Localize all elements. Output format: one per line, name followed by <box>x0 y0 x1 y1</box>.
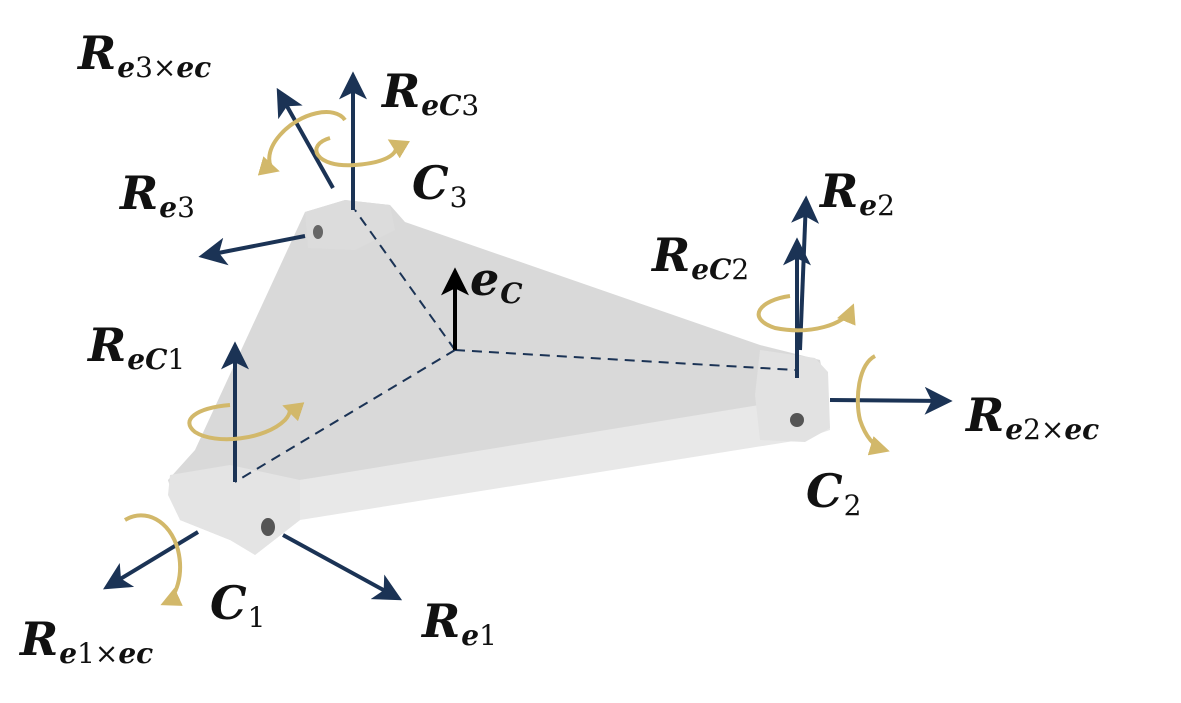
label-rec3: ReC3 <box>382 68 479 120</box>
label-c1-base: C <box>210 576 247 630</box>
hole-c2 <box>790 413 804 427</box>
rot-rec3 <box>314 136 411 168</box>
label-c2-base: C <box>806 464 843 518</box>
label-re1xec-ec: ec <box>118 637 154 670</box>
label-rec3-base: R <box>382 64 421 118</box>
label-re3: Re3 <box>120 170 195 222</box>
re1-arrow <box>282 533 403 601</box>
label-re1xec-times: × <box>94 637 119 670</box>
hole-c1 <box>261 518 275 536</box>
label-c1-sub: 1 <box>247 601 266 634</box>
label-re1-base: R <box>422 594 461 648</box>
rot-re2xec <box>855 354 890 456</box>
label-re2-2: 2 <box>877 189 895 222</box>
label-rec1: ReC1 <box>88 322 185 374</box>
rot-re3xec <box>257 110 347 176</box>
label-rec1-1: 1 <box>167 343 186 376</box>
dashed-spoke-c1 <box>234 349 456 483</box>
label-re3xec-e: e <box>117 51 136 84</box>
label-re1xec-base: R <box>20 612 59 666</box>
label-rec2-2: 2 <box>731 253 750 286</box>
label-re2-e: e <box>859 189 878 222</box>
label-re2xec-ec: ec <box>1064 413 1100 446</box>
dashed-spoke-c2 <box>454 349 796 371</box>
re2xec-arrow <box>829 386 953 415</box>
label-re1: Re1 <box>422 598 497 650</box>
label-ec-base: e <box>470 252 500 306</box>
hole-c3 <box>313 225 323 239</box>
label-re3-e: e <box>159 191 178 224</box>
label-c3: C3 <box>412 160 467 212</box>
re3xec-arrow <box>276 87 335 189</box>
label-re3xec-ec: ec <box>176 51 212 84</box>
label-re2xec-e: e <box>1005 413 1024 446</box>
label-rec1-e: e <box>127 343 146 376</box>
label-rec2-e: e <box>691 253 710 286</box>
label-re2-base: R <box>820 164 859 218</box>
dashed-spoke-c3 <box>354 209 456 351</box>
label-rec2-base: R <box>652 228 691 282</box>
label-re1xec-e: e <box>59 637 78 670</box>
label-re3xec-times: × <box>152 51 177 84</box>
re1xec-arrow <box>103 530 200 590</box>
rot-rec1 <box>187 402 305 442</box>
label-re1-1: 1 <box>479 619 497 652</box>
label-re3xec: Re3×ec <box>78 30 211 82</box>
re2-arrow <box>791 195 820 351</box>
label-c2-sub: 2 <box>843 489 862 522</box>
label-re1xec: Re1×ec <box>20 616 153 668</box>
label-re2xec: Re2×ec <box>966 392 1099 444</box>
label-re2xec-times: × <box>1040 413 1065 446</box>
label-c1: C1 <box>210 580 265 632</box>
label-ec: eC <box>470 256 523 308</box>
label-rec3-c: C <box>439 89 462 122</box>
triangular-plate <box>168 200 830 555</box>
plate-lug-c3 <box>305 200 395 250</box>
label-rec3-3: 3 <box>461 89 480 122</box>
label-re1-e: e <box>461 619 480 652</box>
label-c2: C2 <box>806 468 861 520</box>
label-rec3-e: e <box>421 89 440 122</box>
plate-top-face <box>168 200 828 540</box>
label-re2xec-base: R <box>966 388 1005 442</box>
label-rec1-c: C <box>145 343 168 376</box>
label-re2: Re2 <box>820 168 895 220</box>
plate-lug-c2 <box>755 350 830 442</box>
label-re3xec-base: R <box>78 26 117 80</box>
label-re1xec-1: 1 <box>77 637 95 670</box>
label-re2xec-2: 2 <box>1023 413 1041 446</box>
label-ec-sub: C <box>500 277 523 310</box>
label-rec2: ReC2 <box>652 232 749 284</box>
label-re3xec-3: 3 <box>135 51 153 84</box>
label-rec2-c: C <box>709 253 732 286</box>
re3-arrow <box>198 234 306 266</box>
label-re3-3: 3 <box>177 191 195 224</box>
label-rec1-base: R <box>88 318 127 372</box>
rot-rec2 <box>756 294 856 333</box>
label-re3-base: R <box>120 166 159 220</box>
label-c3-base: C <box>412 156 449 210</box>
plate-side-face <box>240 395 830 555</box>
label-c3-sub: 3 <box>449 181 468 214</box>
rot-re1xec <box>123 513 183 606</box>
